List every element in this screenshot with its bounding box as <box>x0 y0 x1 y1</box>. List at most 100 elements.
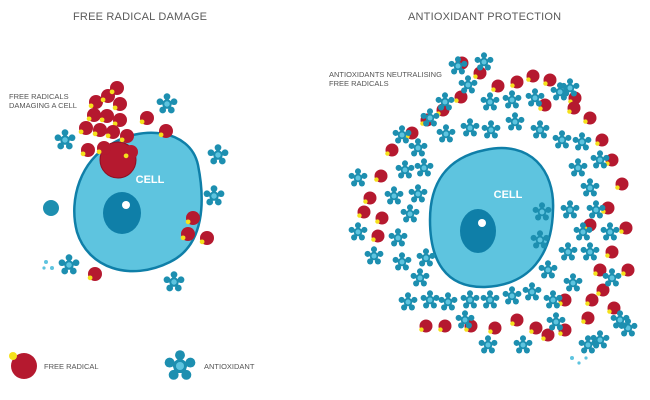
free-radical <box>585 293 599 307</box>
cell-nucleus <box>460 209 496 253</box>
free-radical <box>123 145 138 159</box>
free-radical <box>112 97 127 111</box>
antioxidant <box>563 273 583 292</box>
legend-antioxidant-icon <box>164 350 196 380</box>
nucleus-highlight <box>122 201 130 209</box>
antioxidant <box>558 242 578 261</box>
free-radical <box>357 205 371 219</box>
antioxidant <box>522 282 542 301</box>
antioxidant <box>502 90 522 109</box>
antioxidant <box>513 335 533 354</box>
free-radical <box>510 313 524 327</box>
antioxidant <box>568 158 588 177</box>
free-radical <box>454 90 468 104</box>
free-radical <box>473 66 487 80</box>
antioxidant <box>436 124 456 143</box>
antioxidant <box>414 158 434 177</box>
antioxidant <box>400 204 420 223</box>
free-radical <box>491 79 505 93</box>
molecule-debris <box>570 356 588 365</box>
left-panel: CELL <box>42 81 229 292</box>
molecule-debris <box>42 200 59 270</box>
free-radical <box>583 111 597 125</box>
antioxidant <box>572 132 592 151</box>
antioxidant <box>207 144 229 165</box>
free-radical <box>87 267 102 281</box>
free-radical <box>185 211 200 225</box>
antioxidant <box>348 222 368 241</box>
right-cell-label: CELL <box>494 189 523 201</box>
cell-nucleus <box>103 192 141 234</box>
free-radical <box>363 191 377 205</box>
antioxidant <box>54 129 76 150</box>
antioxidant <box>580 242 600 261</box>
antioxidant <box>580 178 600 197</box>
free-radical <box>78 121 93 135</box>
free-radical <box>619 221 633 235</box>
antioxidant <box>590 150 610 169</box>
free-radical-cluster <box>78 81 214 281</box>
antioxidant <box>543 290 563 309</box>
free-radical <box>374 169 388 183</box>
antioxidant <box>163 271 185 292</box>
antioxidant <box>58 254 80 275</box>
right-panel: CELL <box>348 52 638 365</box>
antioxidant <box>600 222 620 241</box>
free-radical <box>581 311 595 325</box>
antioxidant <box>560 200 580 219</box>
antioxidant <box>420 290 440 309</box>
antioxidant <box>388 228 408 247</box>
free-radical <box>488 321 502 335</box>
left-cell-label: CELL <box>136 174 165 186</box>
legend-free-radical-icon <box>9 352 37 379</box>
free-radical <box>105 125 120 139</box>
free-radical <box>139 111 154 125</box>
antioxidant <box>530 120 550 139</box>
left-panel-title: FREE RADICAL DAMAGE <box>73 11 208 23</box>
free-radical <box>371 229 385 243</box>
antioxidant <box>438 292 458 311</box>
antioxidant <box>525 88 545 107</box>
free-radical <box>119 129 134 143</box>
antioxidant <box>505 112 525 131</box>
antioxidant <box>478 335 498 354</box>
antioxidant <box>474 52 494 71</box>
antioxidant <box>416 248 436 267</box>
free-radical <box>526 69 540 83</box>
antioxidant <box>460 118 480 137</box>
free-radical <box>385 143 399 157</box>
free-radical <box>615 177 629 191</box>
antioxidant <box>586 200 606 219</box>
nucleus-highlight <box>478 219 486 227</box>
right-panel-annotation: ANTIOXIDANTS NEUTRALISING FREE RADICALS <box>329 70 442 88</box>
legend-free-radical-label: FREE RADICAL <box>44 362 99 371</box>
free-radical <box>541 328 555 342</box>
antioxidant <box>203 185 225 206</box>
legend-antioxidant-label: ANTIOXIDANT <box>204 362 255 371</box>
antioxidant <box>480 290 500 309</box>
antioxidant <box>408 184 428 203</box>
antioxidant <box>398 292 418 311</box>
free-radical <box>180 227 195 241</box>
free-radical <box>88 95 103 109</box>
antioxidant <box>552 130 572 149</box>
antioxidant <box>408 138 428 157</box>
free-radical <box>543 73 557 87</box>
right-panel-title: ANTIOXIDANT PROTECTION <box>408 11 562 23</box>
antioxidant <box>392 252 412 271</box>
antioxidant <box>395 160 415 179</box>
free-radical <box>593 263 607 277</box>
free-radical <box>158 124 173 138</box>
free-radical <box>199 231 214 245</box>
antioxidant <box>546 312 566 331</box>
free-radical <box>510 75 524 89</box>
antioxidant <box>156 93 178 114</box>
free-radical <box>567 101 581 115</box>
free-radical <box>99 109 114 123</box>
free-radical <box>92 123 107 137</box>
antioxidant <box>480 92 500 111</box>
antioxidant <box>348 168 368 187</box>
free-radical <box>538 98 552 112</box>
free-radical <box>80 143 95 157</box>
